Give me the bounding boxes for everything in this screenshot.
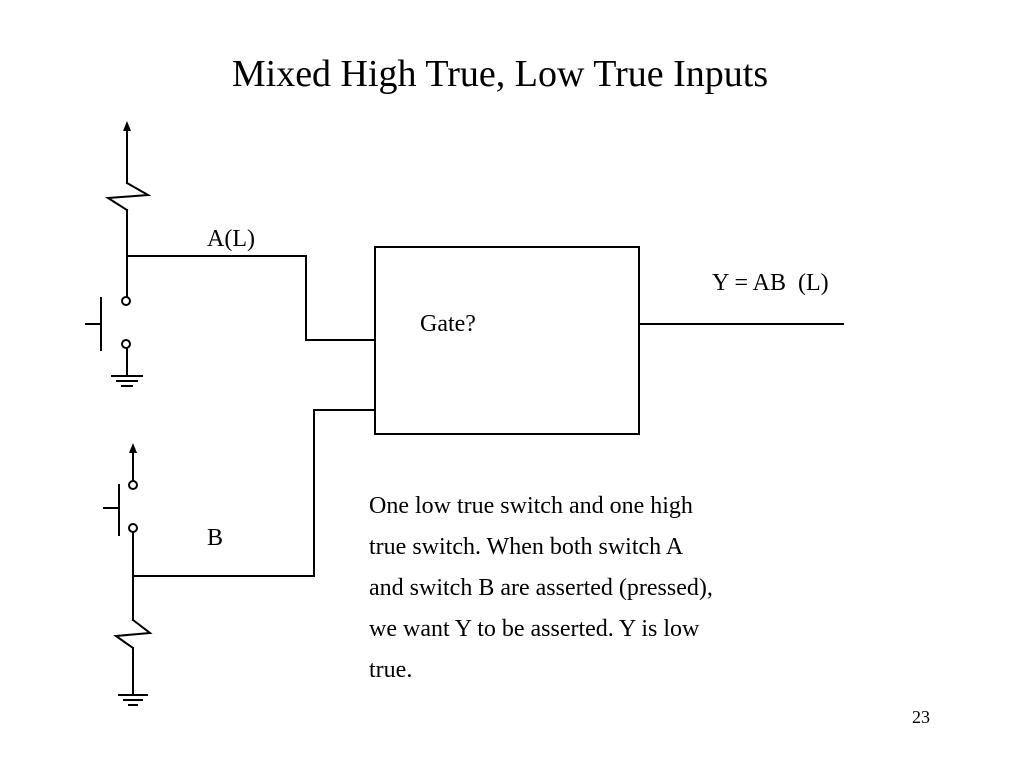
pullup-resistor-a: [104, 181, 152, 212]
ground-symbol-b: [118, 694, 148, 706]
vcc-arrow-a: [123, 121, 131, 131]
switch-b-circuit: [103, 409, 376, 706]
switch-a-top-contact: [121, 296, 131, 306]
description-line: true switch. When both switch A: [369, 534, 684, 560]
slide-title: Mixed High True, Low True Inputs: [231, 53, 769, 95]
ground-symbol-a: [111, 375, 143, 387]
description-line: true.: [369, 657, 413, 683]
pulldown-resistor-b: [113, 618, 153, 650]
description-line: One low true switch and one high: [369, 493, 693, 519]
input-a-label: A(L): [207, 226, 255, 252]
switch-a-circuit: [85, 121, 376, 387]
page-number: 23: [912, 707, 930, 727]
switch-a-bottom-contact: [121, 339, 131, 349]
output-label: Y = AB (L): [712, 270, 829, 296]
vcc-arrow-b: [129, 443, 137, 453]
input-b-label: B: [207, 525, 224, 551]
description-line: we want Y to be asserted. Y is low: [369, 616, 700, 642]
description-text: One low true switch and one high true sw…: [369, 486, 869, 691]
description-line: and switch B are asserted (pressed),: [369, 575, 713, 601]
wire-a: [126, 255, 376, 341]
gate-box: [374, 246, 640, 435]
wire-b: [132, 409, 376, 577]
switch-b-bottom-contact: [128, 523, 138, 533]
switch-b-top-contact: [128, 480, 138, 490]
gate-label: Gate?: [420, 311, 476, 337]
